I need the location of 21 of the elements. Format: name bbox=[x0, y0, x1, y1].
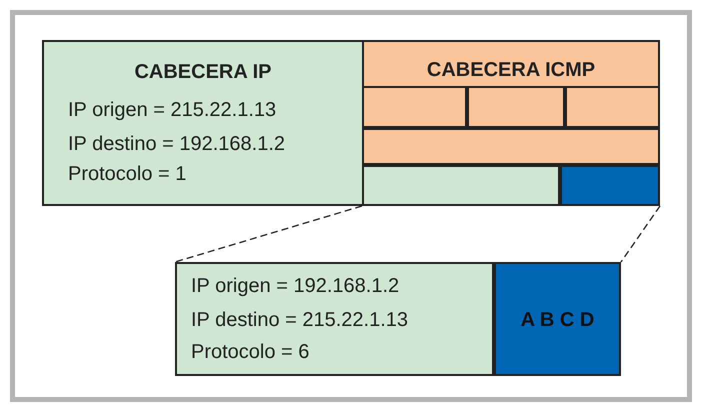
field-text: IP origen = 215.22.1.13 bbox=[68, 98, 276, 122]
header-title: CABECERA IP bbox=[134, 60, 272, 84]
field-text: IP destino = 192.168.1.2 bbox=[68, 132, 286, 156]
header-title: CABECERA ICMP bbox=[426, 58, 596, 82]
header-field-cell bbox=[362, 86, 467, 128]
ip-header-box bbox=[42, 40, 364, 206]
data-box bbox=[494, 262, 621, 376]
header-field-cell bbox=[467, 86, 565, 128]
field-text: IP destino = 215.22.1.13 bbox=[191, 308, 408, 332]
embedded-data-cell bbox=[560, 165, 660, 206]
dashed-guide-line bbox=[174, 205, 362, 263]
data-label: A B C D bbox=[520, 308, 594, 332]
original-ip-header-box bbox=[175, 262, 494, 376]
field-text: Protocolo = 6 bbox=[191, 340, 310, 364]
embedded-ip-header-cell bbox=[362, 165, 560, 206]
header-field-cell bbox=[362, 128, 660, 165]
field-text: IP origen = 192.168.1.2 bbox=[191, 274, 400, 298]
dashed-guide-line bbox=[620, 206, 661, 262]
field-text: Protocolo = 1 bbox=[68, 162, 186, 186]
icmp-header-box bbox=[362, 40, 660, 206]
header-field-cell bbox=[565, 86, 660, 128]
